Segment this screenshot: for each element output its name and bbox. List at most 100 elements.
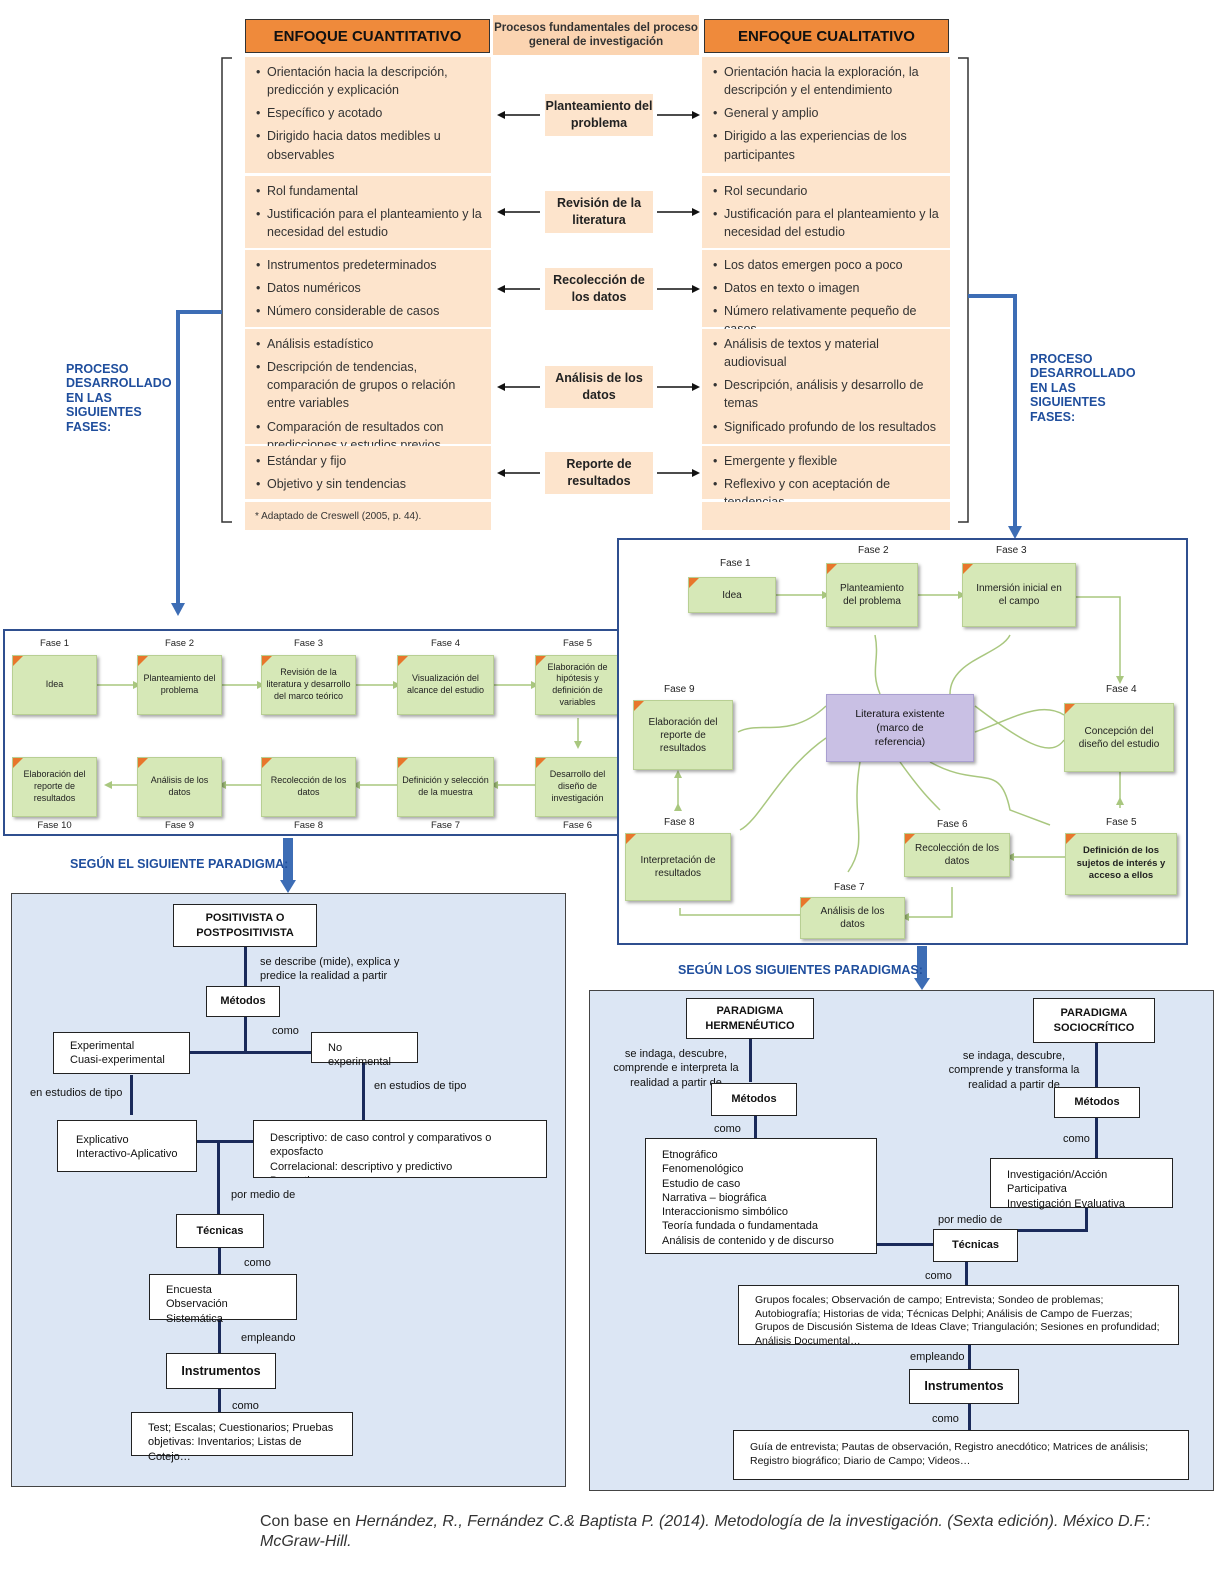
sociocritical-methods-list: Investigación/Acción Participativa Inves… <box>990 1158 1173 1210</box>
study-type-left: en estudios de tipo <box>30 1087 123 1099</box>
quant-phase-label: Fase 9 <box>164 820 195 831</box>
quant-phase-text: Elaboración de hipótesis y definición de… <box>547 661 608 707</box>
quant-phase-label: Fase 6 <box>562 820 593 831</box>
qual-phase-box: Análisis de los datos <box>800 897 905 939</box>
qual-phase-label: Fase 7 <box>834 882 865 893</box>
quant-bullet: Instrumentos predeterminados <box>256 256 483 274</box>
corner-marker <box>138 656 148 666</box>
quant-bullet: Dirigido hacia datos medibles u observab… <box>256 127 483 163</box>
phase-arrows <box>497 382 700 391</box>
qual-phase-box: Recolección de los datos <box>904 833 1010 877</box>
quant-phase-text: Análisis de los datos <box>150 775 209 797</box>
corner-marker <box>536 656 546 666</box>
quant-bullet: Rol fundamental <box>256 182 483 200</box>
quant-phase-text: Recolección de los datos <box>270 775 347 797</box>
quant-bullet: Específico y acotado <box>256 104 483 122</box>
quant-phase-text: Desarrollo del diseño de investigación <box>549 769 606 803</box>
corner-marker <box>398 656 408 666</box>
quant-phase-box: Revisión de la literatura y desarrollo d… <box>261 655 356 715</box>
qual-bullet: Rol secundario <box>713 182 942 200</box>
phase-arrows <box>497 111 700 119</box>
corner-marker <box>1065 704 1075 714</box>
hermeneutic-como: como <box>714 1123 741 1135</box>
qual-bullet: Dirigido a las experiencias de los parti… <box>713 127 942 163</box>
quant-phase-text: Definición y selección de la muestra <box>402 775 489 797</box>
table-footnote: * Adaptado de Creswell (2005, p. 44). <box>245 502 491 530</box>
qual-phase-text: Elaboración del reporte de resultados <box>648 716 718 754</box>
process-phase: Revisión de la literatura <box>544 190 654 234</box>
qual-phase-box: Elaboración del reporte de resultados <box>633 700 733 770</box>
corner-marker <box>963 564 973 574</box>
quant-phase-text: Elaboración del reporte de resultados <box>23 769 86 803</box>
positivist-panel <box>11 893 566 1487</box>
quant-bullet: Estándar y fijo <box>256 452 483 470</box>
qual-phase-label: Fase 9 <box>664 684 695 695</box>
positivist-title: POSITIVISTA O POSTPOSITIVISTA <box>173 904 317 947</box>
quant-phase-box: Definición y selección de la muestra <box>397 757 494 817</box>
qual-bullet: Justificación para el planteamiento y la… <box>713 205 942 241</box>
sociocritical-como: como <box>1063 1133 1090 1145</box>
corner-marker <box>827 564 837 574</box>
process-phase: Análisis de los datos <box>544 364 654 409</box>
comparison-table: ENFOQUE CUANTITATIVO Procesos fundamenta… <box>245 15 950 530</box>
qual-bullet: Descripción, análisis y desarrollo de te… <box>713 376 942 412</box>
corner-marker <box>626 834 636 844</box>
qual-cell: Rol secundarioJustificación para el plan… <box>702 176 950 248</box>
qual-phase-text: Interpretación de resultados <box>640 855 716 879</box>
study-type-right: en estudios de tipo <box>374 1080 467 1092</box>
qual-phase-box: Idea <box>688 577 776 613</box>
experimental-box: Experimental Cuasi-experimental <box>53 1032 190 1074</box>
quant-bullet: Objetivo y sin tendencias <box>256 475 483 493</box>
quant-phase-text: Revisión de la literatura y desarrollo d… <box>266 667 351 701</box>
shared-por-medio: por medio de <box>938 1214 1003 1226</box>
quant-cell: Estándar y fijoObjetivo y sin tendencias <box>245 446 491 499</box>
quant-bullet: Justificación para el planteamiento y la… <box>256 205 483 241</box>
test-box: Test; Escalas; Cuestionarios; Pruebas ob… <box>131 1412 353 1463</box>
positivist-como-3: como <box>232 1400 259 1412</box>
paradigm-arrows <box>280 838 930 990</box>
citation: Con base en Hernández, R., Fernández C.&… <box>260 1512 1210 1552</box>
phase-arrows <box>497 284 700 293</box>
qual-phases-connectors <box>674 591 1124 921</box>
positivist-methods: Métodos <box>206 986 280 1017</box>
positivist-desc: se describe (mide), explica y predice la… <box>260 956 400 997</box>
qual-bullet: Los datos emergen poco a poco <box>713 256 942 274</box>
quant-phase-box: Idea <box>12 655 97 715</box>
qual-phase-label: Fase 4 <box>1106 684 1137 695</box>
qual-phase-box: Definición de los sujetos de interés y a… <box>1065 833 1177 895</box>
qual-bullet: Significado profundo de los resultados <box>713 418 942 436</box>
positivist-como-1: como <box>272 1025 299 1037</box>
shared-techniques-list: Grupos focales; Observación de campo; En… <box>738 1285 1179 1347</box>
quant-cell: Análisis estadísticoDescripción de tende… <box>245 329 491 452</box>
corner-marker <box>801 898 811 908</box>
sociocritical-title: PARADIGMA SOCIOCRÍTICO <box>1033 998 1155 1043</box>
qual-phase-box: Concepción del diseño del estudio <box>1064 703 1174 772</box>
qual-bullet: General y amplio <box>713 104 942 122</box>
process-label-right: PROCESO DESARROLLADO EN LAS SIGUIENTES F… <box>1030 352 1136 424</box>
quant-phase-box: Recolección de los datos <box>261 757 356 817</box>
explicativo-box: Explicativo Interactivo-Aplicativo <box>57 1120 197 1172</box>
corner-marker <box>262 758 272 768</box>
qual-phase-text: Idea <box>722 589 742 601</box>
process-phase: Reporte de resultados <box>544 450 654 495</box>
qual-bullet: Orientación hacia la exploración, la des… <box>713 63 942 99</box>
quant-bullet: Análisis estadístico <box>256 335 483 353</box>
paradigm-label-left: SEGÚN EL SIGUIENTE PARADIGMA: <box>70 857 289 871</box>
corner-marker <box>13 758 23 768</box>
quant-phase-box: Visualización del alcance del estudio <box>397 655 494 715</box>
corner-marker <box>398 758 408 768</box>
qual-phase-label: Fase 3 <box>996 545 1027 556</box>
process-phase: Recolección de los datos <box>544 266 654 311</box>
quant-bullet: Descripción de tendencias, comparación d… <box>256 358 483 412</box>
corner-marker <box>1066 834 1076 844</box>
process-label-left: PROCESO DESARROLLADO EN LAS SIGUIENTES F… <box>66 362 172 434</box>
qual-phase-label: Fase 1 <box>720 558 751 569</box>
quant-phase-label: Fase 4 <box>430 638 461 649</box>
hermeneutic-methods: Métodos <box>711 1083 797 1116</box>
corner-marker <box>262 656 272 666</box>
quant-phase-label: Fase 7 <box>430 820 461 831</box>
citation-prefix: Con base en <box>260 1513 356 1530</box>
qual-phase-text: Concepción del diseño del estudio <box>1078 725 1160 750</box>
qual-cell: Emergente y flexibleReflexivo y con acep… <box>702 446 950 509</box>
qual-bullet: Emergente y flexible <box>713 452 942 470</box>
